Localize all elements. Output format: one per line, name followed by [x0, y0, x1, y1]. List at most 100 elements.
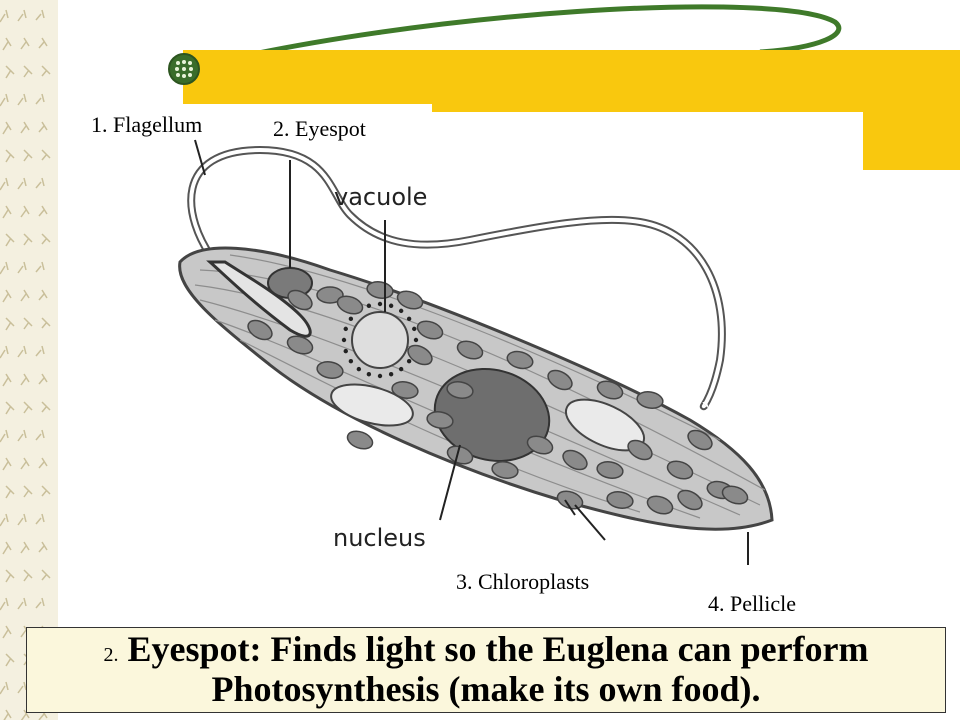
sidebar-glyph [0, 93, 9, 107]
sidebar-glyph [0, 177, 9, 191]
sidebar-glyph [2, 121, 12, 135]
sidebar-glyph [5, 149, 15, 163]
sidebar-glyph [41, 149, 51, 161]
vacuole-dot [343, 348, 348, 354]
sidebar-glyph [2, 37, 12, 51]
chloroplast [606, 491, 634, 509]
chloroplast [346, 430, 374, 450]
sidebar-glyph [0, 9, 9, 23]
sidebar-glyph [23, 233, 33, 246]
sidebar-glyph [0, 681, 9, 695]
chloroplast [556, 490, 584, 510]
sidebar-glyph [20, 457, 30, 470]
chloroplast [526, 435, 554, 455]
chloroplast [721, 485, 749, 505]
sidebar-glyph [2, 625, 12, 639]
sidebar-glyph [3, 709, 12, 720]
vacuole-dot [343, 326, 348, 332]
chloroplast [677, 489, 703, 511]
sidebar-glyph [41, 485, 51, 497]
sidebar-glyph [35, 345, 45, 357]
chloroplast [491, 461, 519, 479]
chloroplasts [247, 281, 749, 515]
sidebar-glyph [17, 597, 27, 610]
chloroplast [687, 429, 713, 451]
sidebar-glyph [5, 569, 15, 583]
chloroplast [287, 289, 313, 311]
chloroplast [646, 495, 674, 515]
label-eyespot: 2. Eyespot [273, 116, 366, 141]
sidebar-glyph [23, 149, 33, 162]
vacuole-dot [388, 303, 394, 308]
pointer-lines [194, 139, 749, 565]
sidebar-glyph [41, 569, 51, 581]
caption-line-1: 2. Eyespot: Finds light so the Euglena c… [27, 630, 945, 674]
sidebar-glyph [20, 289, 30, 302]
sidebar-glyph [35, 93, 45, 105]
contractile-vacuole [351, 311, 409, 369]
vacuole-dots [341, 301, 419, 379]
sidebar-glyph [23, 569, 33, 582]
vacuole-dot [341, 337, 347, 343]
sidebar-glyph [0, 513, 9, 527]
sidebar-glyph [23, 65, 33, 78]
chloroplast [366, 281, 394, 299]
chloroplast [666, 460, 694, 480]
caption-text-1: Eyespot: Finds light so the Euglena can … [127, 629, 869, 669]
sidebar-glyph [20, 121, 30, 134]
sidebar-glyph [17, 345, 27, 358]
chloroplast [426, 411, 454, 429]
vacuole-dot [388, 372, 394, 377]
sidebar-glyph [20, 37, 30, 50]
label-chloroplasts: 3. Chloroplasts [456, 569, 590, 594]
sidebar-glyph [2, 541, 12, 555]
sidebar-glyph [17, 9, 27, 22]
chloroplast [316, 286, 344, 304]
sidebar-glyph [2, 289, 12, 303]
chloroplast [636, 391, 664, 409]
chloroplast [456, 340, 484, 360]
sidebar-glyph [20, 205, 30, 218]
vacuole-label: vacuole [334, 183, 427, 211]
sidebar-glyph [17, 681, 27, 694]
sidebar-glyph [17, 261, 27, 274]
sidebar-glyph [38, 121, 48, 133]
bullet-orb-icon [168, 53, 200, 85]
sidebar-glyph [23, 401, 33, 414]
chloroplast [247, 319, 273, 341]
sidebar-glyph [38, 37, 48, 49]
chloroplast [547, 369, 573, 391]
caption-box: 2. Eyespot: Finds light so the Euglena c… [26, 627, 946, 713]
vacuole-dot [413, 337, 419, 343]
sidebar-glyph [41, 317, 51, 329]
chloroplast [506, 350, 534, 370]
chloroplast [446, 445, 474, 465]
sidebar-glyph [0, 429, 9, 443]
sidebar-glyph [5, 65, 15, 79]
vacuole-dot [348, 358, 354, 364]
vacuole-dot [356, 366, 362, 372]
sidebar-glyph [38, 457, 48, 469]
sidebar-glyph [0, 261, 9, 275]
sidebar-glyph [23, 485, 33, 498]
chloroplast [446, 381, 474, 399]
vacuole-dot [406, 316, 412, 322]
vacuole-dot [366, 372, 372, 377]
chloroplast [596, 380, 624, 400]
sidebar-glyph [2, 205, 12, 219]
paramylon-body [330, 383, 414, 427]
sidebar-glyph [17, 177, 27, 190]
sidebar-glyph [5, 485, 15, 499]
chloroplast [286, 335, 314, 355]
label-flagellum: 1. Flagellum [91, 112, 203, 137]
vacuole-dot [412, 326, 417, 332]
sidebar-glyph [23, 317, 33, 330]
vacuole-dot [348, 316, 354, 322]
sidebar-glyph [41, 401, 51, 413]
vacuole-dot [377, 373, 383, 379]
chloroplast [396, 290, 424, 310]
sidebar-glyph [41, 233, 51, 245]
label-pellicle: 4. Pellicle [708, 591, 796, 616]
